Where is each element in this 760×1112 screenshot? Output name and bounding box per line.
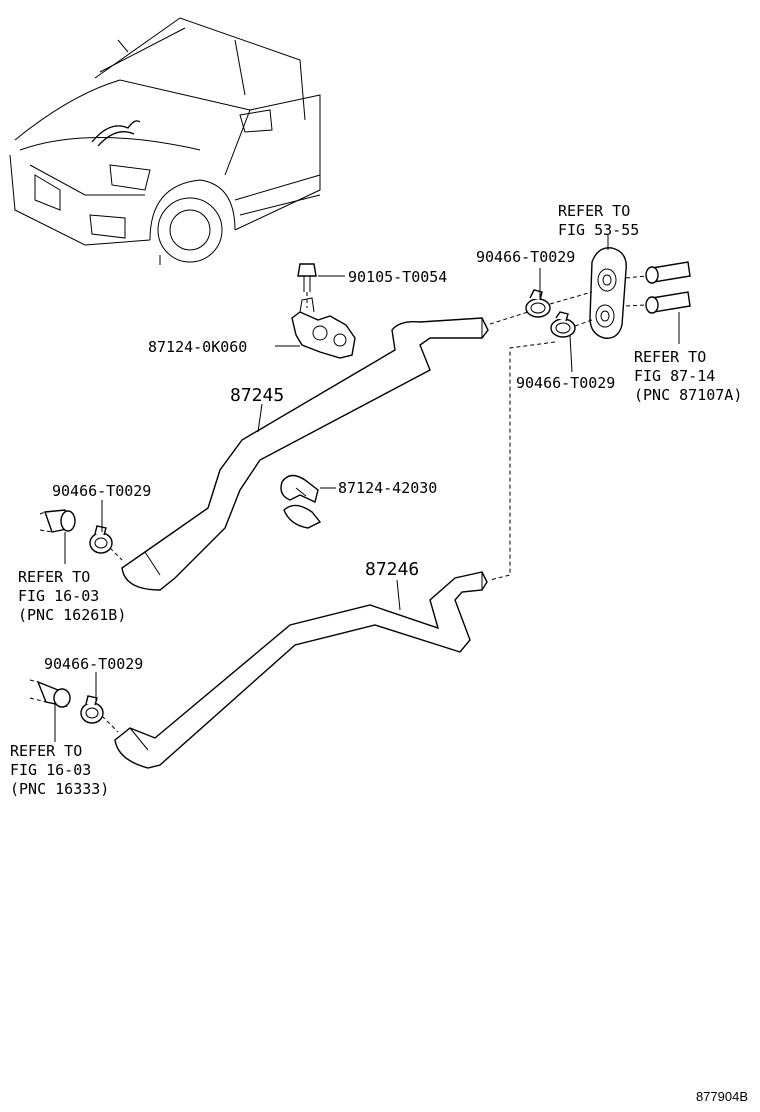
- ref-grommet-line-1: REFER TO: [558, 202, 630, 220]
- hose-clamp-left-lower: [80, 695, 104, 724]
- figure-id: 877904B: [696, 1089, 748, 1104]
- label-hose-upper: 87245: [230, 385, 284, 406]
- firewall-grommet: [589, 247, 627, 339]
- ref-outlet-lower-line-3: (PNC 16333): [10, 780, 109, 798]
- bolt: [297, 263, 317, 308]
- hose-bracket: [291, 297, 356, 359]
- hose-clamp-top-a: [525, 289, 551, 318]
- connection-lines: [101, 275, 647, 733]
- label-bolt: 90105-T0054: [348, 268, 447, 286]
- ref-heater-pipes-line-1: REFER TO: [634, 348, 706, 366]
- ref-outlet-upper-line-2: FIG 16-03: [18, 587, 99, 605]
- ref-outlet-upper-line-1: REFER TO: [18, 568, 90, 586]
- ref-outlet-lower-line-2: FIG 16-03: [10, 761, 91, 779]
- leader-lines: [54, 235, 680, 742]
- hose-clamp-left-upper: [89, 525, 113, 554]
- heater-hose-lower: [114, 571, 488, 769]
- ref-heater-pipes-line-2: FIG 87-14: [634, 367, 715, 385]
- label-clamp-holder: 87124-42030: [338, 479, 437, 497]
- engine-outlet-lower: [29, 679, 71, 708]
- clamp-holder: [280, 474, 322, 529]
- ref-grommet-line-2: FIG 53-55: [558, 221, 639, 239]
- label-bracket: 87124-0K060: [148, 338, 247, 356]
- ref-outlet-upper-line-3: (PNC 16261B): [18, 606, 126, 624]
- label-clamp-left-upper: 90466-T0029: [52, 482, 151, 500]
- label-hose-lower: 87246: [365, 559, 419, 580]
- part-labels: 90105-T0054 87124-0K060 87245 87124-4203…: [44, 248, 615, 673]
- heater-pipes: [645, 261, 691, 314]
- hose-clamp-top-b: [550, 311, 576, 338]
- label-clamp-top-b: 90466-T0029: [516, 374, 615, 392]
- ref-heater-pipes-line-3: (PNC 87107A): [634, 386, 742, 404]
- heater-hose-upper: [121, 317, 489, 591]
- ref-outlet-lower-line-1: REFER TO: [10, 742, 82, 760]
- reference-labels: REFER TO FIG 53-55 REFER TO FIG 87-14 (P…: [10, 202, 742, 798]
- label-clamp-left-lower: 90466-T0029: [44, 655, 143, 673]
- engine-outlet-upper: [39, 509, 76, 533]
- vehicle-overview-illustration: [9, 17, 321, 265]
- label-clamp-top-a: 90466-T0029: [476, 248, 575, 266]
